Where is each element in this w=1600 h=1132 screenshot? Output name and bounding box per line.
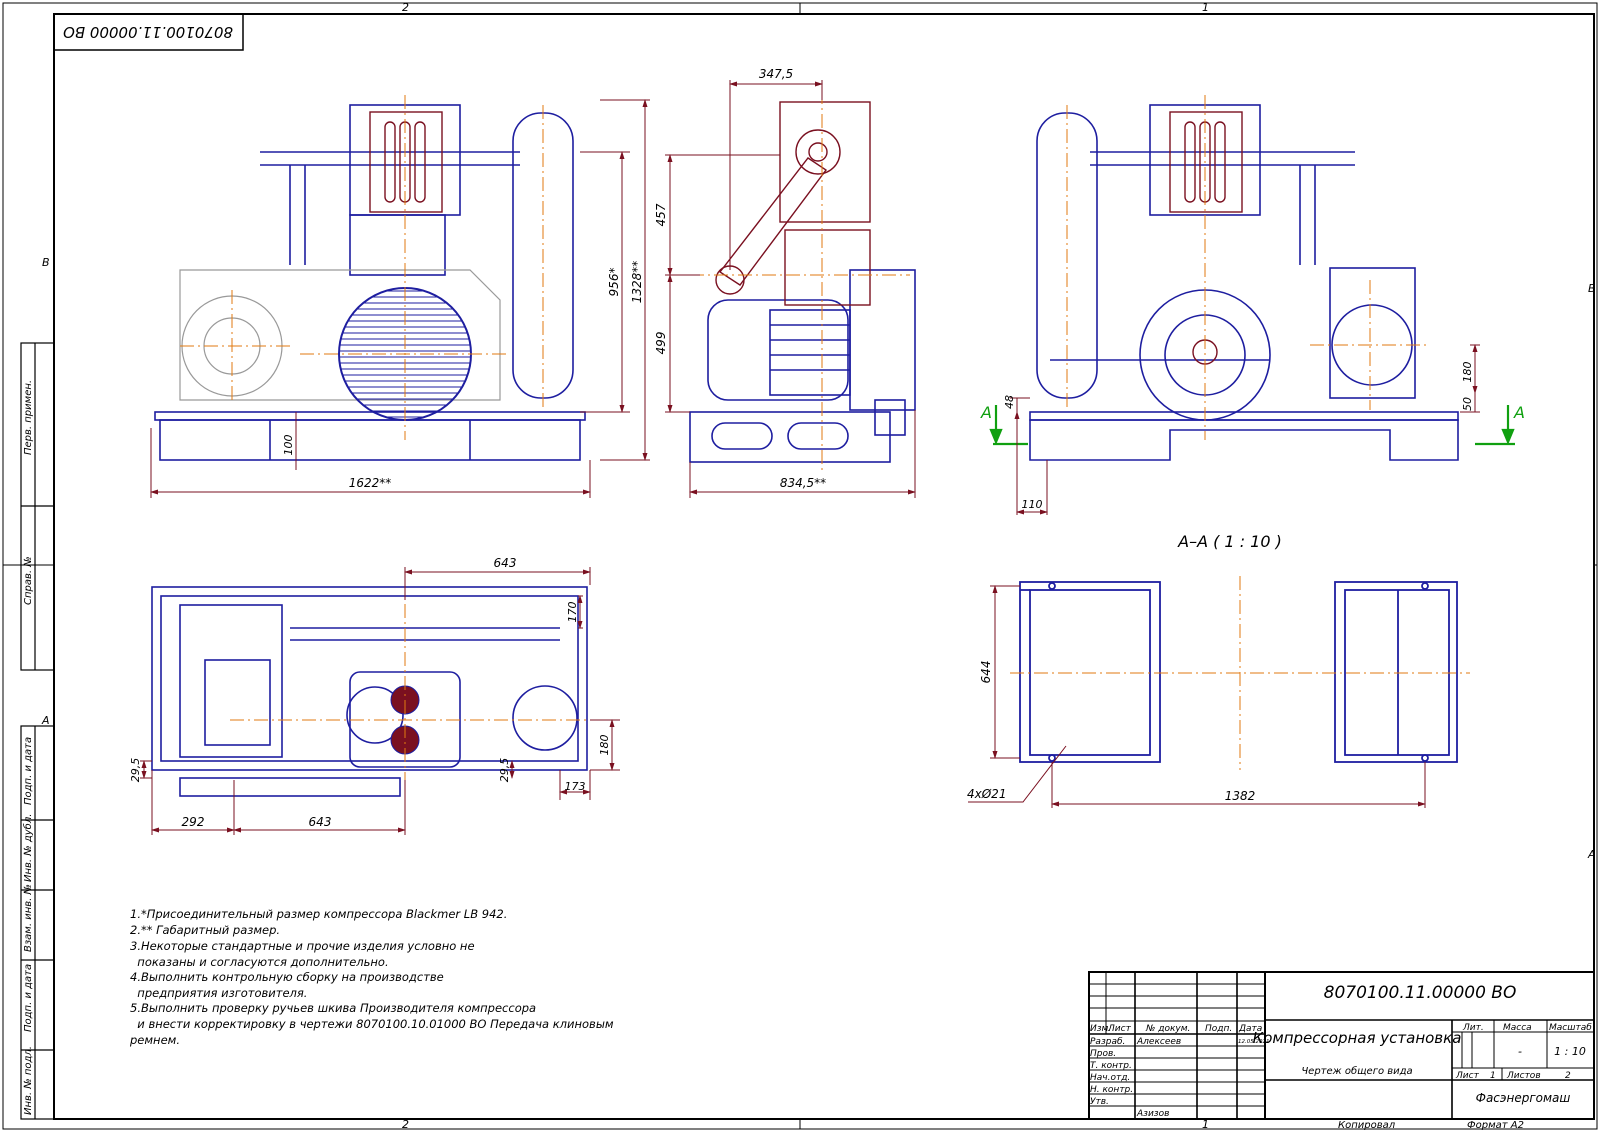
dim-top-643: 643 — [494, 556, 517, 570]
note-line: 4.Выполнить контрольную сборку на произв… — [130, 970, 444, 984]
stamp-label: Справ. № — [23, 556, 34, 605]
dim-top-offset: 347,5 — [759, 67, 793, 81]
tb-lit-label: Лит. — [1462, 1023, 1484, 1033]
zone-label: 1 — [1202, 1118, 1209, 1131]
section-arrow — [989, 405, 1515, 446]
zone-label: 2 — [402, 1118, 409, 1131]
stamp-label: Перв. примен. — [23, 380, 34, 455]
dim-upper: 457 — [654, 203, 668, 226]
tb-role: Т. контр. — [1090, 1061, 1132, 1071]
dim-overall-height: 1328** — [630, 261, 644, 304]
tb-header: Дата — [1238, 1024, 1262, 1034]
dim-w110: 110 — [1022, 498, 1043, 511]
tb-scale-label: Масштаб — [1549, 1023, 1592, 1033]
title-block — [1088, 971, 1595, 1120]
tb-developer: Алексеев — [1136, 1037, 1181, 1047]
dim-bottom-292: 292 — [182, 815, 205, 829]
stamp-label: Инв. № подл. — [23, 1046, 34, 1115]
tb-header: Подп. — [1205, 1024, 1232, 1034]
tb-scale: 1 : 10 — [1554, 1045, 1586, 1058]
dim-bottom-643: 643 — [309, 815, 332, 829]
tb-mass-label: Масса — [1503, 1023, 1532, 1033]
dim-connection-height: 956* — [607, 268, 621, 297]
stamp-label: Взам. инв. № — [23, 884, 34, 952]
zone-label: 2 — [402, 1, 409, 14]
note-line: и внести корректировку в чертежи 8070100… — [130, 1017, 614, 1031]
tb-header: № докум. — [1145, 1024, 1190, 1034]
tb-company: Фасэнергомаш — [1476, 1091, 1571, 1105]
dim-right-170: 170 — [566, 602, 579, 623]
stamp-label: Инв. № дубл. — [22, 814, 34, 882]
section-mark-right: А — [1513, 403, 1525, 422]
side-stamp — [20, 342, 55, 1120]
tb-sheet-label: Лист — [1455, 1071, 1480, 1081]
note-line: 1.*Присоединительный размер компрессора … — [130, 907, 508, 921]
rotated-drawing-number: 8070100.11.00000 ВО — [63, 23, 233, 41]
plan-view: 643 170 180 173 29,5 29,5 292 643 — [129, 556, 620, 835]
dim-h48: 48 — [1003, 395, 1016, 409]
tb-mass: - — [1518, 1045, 1522, 1058]
tb-header: Лист — [1107, 1024, 1132, 1034]
title-doc-type: Чертеж общего вида — [1301, 1065, 1412, 1077]
dim-lower: 499 — [654, 332, 668, 355]
dim-holes: 4xØ21 — [967, 787, 1006, 801]
zone-label: В — [1588, 282, 1596, 295]
dim-height-644: 644 — [979, 661, 993, 684]
front-view: 1622** 1328** 956* 100 — [150, 95, 650, 498]
note-line: 2.** Габаритный размер. — [130, 923, 281, 937]
dim-overall-width: 834,5** — [780, 476, 826, 490]
dim-right-180: 180 — [598, 735, 611, 756]
dim-base-height: 100 — [282, 435, 295, 456]
tb-role: Пров. — [1090, 1049, 1116, 1059]
zone-label: 1 — [1202, 1, 1209, 14]
dim-overall-length: 1622** — [349, 476, 392, 490]
tb-sheet: 1 — [1490, 1071, 1496, 1081]
zone-label: А — [1587, 848, 1596, 861]
section-a-a: А–А ( 1 : 10 ) 644 1382 4 — [967, 532, 1470, 808]
dim-mid-29-5: 29,5 — [498, 758, 511, 783]
section-mark-left: А — [980, 403, 992, 422]
tb-sheets: 2 — [1565, 1071, 1571, 1081]
note-line: 3.Некоторые стандартные и прочие изделия… — [130, 939, 475, 953]
tb-sheets-label: Листов — [1506, 1071, 1541, 1081]
rotated-number-box — [53, 13, 244, 51]
dim-left-29-5: 29,5 — [129, 758, 142, 783]
stamp-label: Подп. и дата — [23, 964, 34, 1032]
tb-role: Утв. — [1090, 1097, 1109, 1107]
dim-length-1382: 1382 — [1225, 789, 1256, 803]
note-line: предприятия изготовителя. — [130, 986, 308, 1000]
rear-view: А А 48 110 180 50 — [980, 95, 1525, 515]
zone-label: В — [42, 256, 50, 269]
note-line: ремнем. — [130, 1033, 180, 1047]
dim-right-173: 173 — [565, 780, 586, 793]
stamp-label: Подп. и дата — [23, 737, 34, 805]
tb-header: Изм. — [1090, 1024, 1111, 1034]
tb-approver: Азизов — [1136, 1109, 1169, 1119]
tb-role: Н. контр. — [1090, 1085, 1133, 1095]
note-line: 5.Выполнить проверку ручьев шкива Произв… — [130, 1001, 537, 1015]
tb-format: Формат А2 — [1467, 1120, 1524, 1131]
dim-h180: 180 — [1461, 362, 1474, 383]
dim-h50: 50 — [1461, 397, 1474, 411]
tb-date: 12.05.2021 — [1238, 1039, 1270, 1045]
title-designation: 8070100.11.00000 ВО — [1324, 983, 1517, 1003]
tb-role: Разраб. — [1090, 1037, 1125, 1047]
side-view: 347,5 457 499 834,5** — [654, 67, 916, 498]
title-name: Компрессорная установка — [1253, 1029, 1462, 1047]
tb-copied: Копировал — [1338, 1120, 1396, 1131]
tb-role: Нач.отд. — [1090, 1073, 1130, 1083]
section-title: А–А ( 1 : 10 ) — [1177, 532, 1282, 551]
note-line: показаны и согласуются дополнительно. — [130, 955, 389, 969]
zone-label: А — [41, 714, 50, 727]
